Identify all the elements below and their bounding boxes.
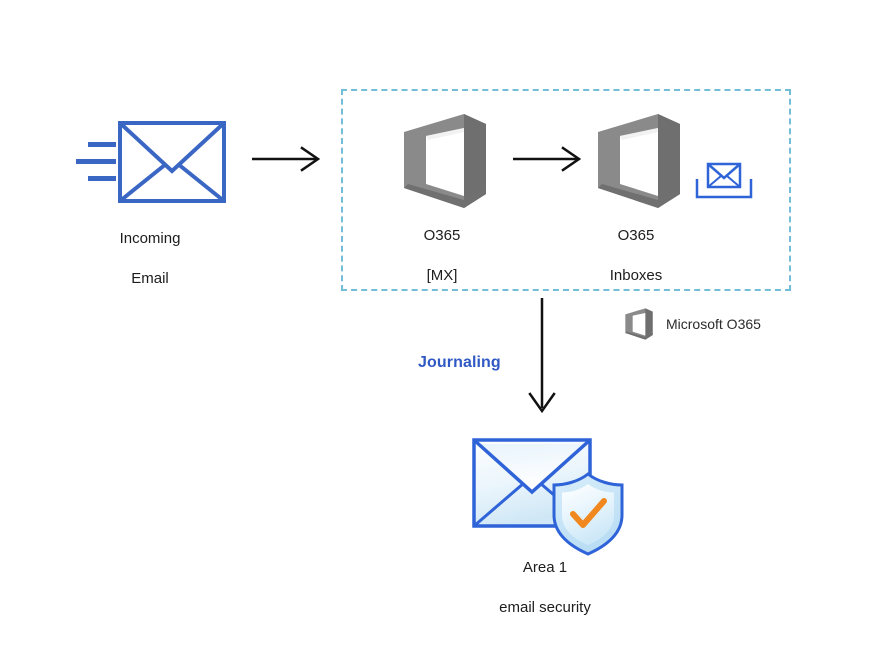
node-o365-mx[interactable]: O365 [MX]: [382, 110, 502, 306]
edge-zone-to-area1: [522, 298, 562, 420]
arrow-down-icon: [528, 298, 556, 414]
node-incoming-email[interactable]: Incoming Email: [70, 115, 270, 309]
node-o365-inboxes[interactable]: O365 Inboxes: [576, 110, 696, 306]
office-365-icon: [598, 114, 680, 208]
motion-lines-icon: [76, 142, 116, 181]
edge-incoming-to-zone: [252, 146, 324, 172]
check-icon: [570, 498, 607, 528]
office-365-icon: [404, 114, 486, 208]
shield-check-icon: [552, 472, 624, 556]
inbox-tray-icon: [695, 162, 753, 199]
o365-zone-dashed-boundary: [341, 89, 791, 291]
envelope-with-motion-lines-icon: [76, 121, 226, 203]
inbox-tray-envelope-icon: [694, 159, 754, 205]
office-365-icon: [625, 308, 653, 340]
edge-mx-to-inboxes: [513, 146, 585, 172]
node-area1-email-security[interactable]: Area 1 email security: [452, 430, 638, 638]
node-area1-label: Area 1 email security: [499, 559, 591, 616]
edge-label-journaling: Journaling: [418, 354, 501, 371]
node-o365-inboxes-label: O365 Inboxes: [609, 227, 663, 284]
arrow-right-icon: [252, 146, 321, 172]
legend-microsoft-o365: Microsoft O365: [618, 303, 761, 345]
arrow-right-icon: [513, 146, 582, 172]
envelope-icon: [118, 121, 226, 203]
node-o365-mx-label: O365 [MX]: [423, 227, 461, 284]
legend-label: Microsoft O365: [666, 316, 761, 332]
envelope-with-shield-check-icon: [472, 438, 624, 556]
node-incoming-email-label: Incoming Email: [119, 230, 181, 287]
